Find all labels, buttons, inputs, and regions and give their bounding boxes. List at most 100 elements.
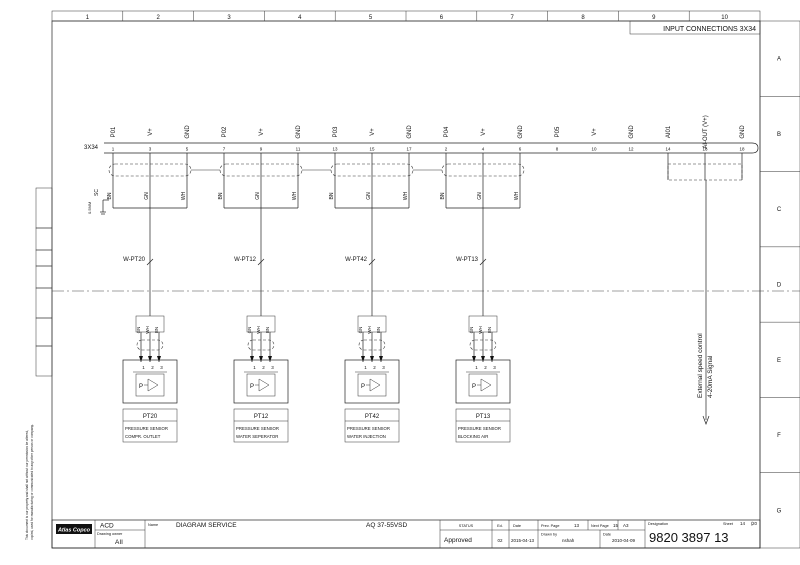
amplifier-icon	[147, 378, 159, 392]
sensor-location: COMPR. OUTLET	[125, 434, 161, 439]
terminal-pin: 14	[665, 147, 671, 152]
wire-color-label: WH	[403, 191, 409, 200]
sensor-type: PRESSURE SENSOR	[347, 426, 390, 431]
sensor-type: PRESSURE SENSOR	[458, 426, 501, 431]
sensor-symbol: P	[139, 384, 143, 390]
terminal-signal-label: GND	[629, 125, 635, 139]
external-control-line2: 4-20mA Signal	[707, 355, 714, 398]
wire-color-label: GN	[144, 192, 150, 200]
sensor-wire-color: WH	[367, 326, 372, 334]
terminal-signal-label: GND	[740, 125, 746, 139]
wire-color-label: BN	[218, 192, 224, 199]
designation-label: Designation	[648, 522, 668, 526]
status-value: Approved	[444, 537, 472, 544]
terminal-strip-name: 3X34	[84, 145, 99, 151]
atlas-copco-logo: Atlas Copco	[56, 524, 92, 534]
row-label: E	[777, 358, 781, 364]
terminal-signal-label: GND	[518, 125, 524, 139]
sensor-symbol: P	[250, 384, 254, 390]
title-block	[51, 519, 761, 549]
external-control-line1: External speed control	[697, 333, 704, 398]
cable-label: W-PT12	[234, 257, 257, 263]
row-label: A	[777, 57, 781, 63]
sheet-total: 20	[752, 521, 758, 526]
sensor-type: PRESSURE SENSOR	[236, 426, 279, 431]
column-label: 6	[440, 15, 444, 21]
terminal-signal-label: GND	[296, 125, 302, 139]
dept-value: ACD	[100, 523, 114, 530]
date2-value: 2010-04-09	[612, 538, 636, 543]
terminal-signal-label: V+	[259, 128, 265, 136]
sensor-pin: 1	[475, 365, 478, 370]
terminal-pin: 12	[628, 147, 634, 152]
terminal-pin: 6	[519, 147, 522, 152]
sensor-tag: PT42	[365, 414, 380, 420]
wire-color-label: BN	[440, 192, 446, 199]
next-page-label: Next Page	[591, 524, 609, 528]
sensor-wire-color: GN	[136, 327, 141, 334]
terminal-signal-label: P05	[555, 126, 561, 137]
column-label: 9	[652, 15, 656, 21]
terminal-pin: 5	[186, 147, 189, 152]
sensor-tag: PT13	[476, 414, 491, 420]
drawn-by-value: nshah	[562, 538, 575, 543]
sheet-frame	[51, 20, 761, 549]
sensor-pin: 3	[382, 365, 385, 370]
terminal-pin: 3	[149, 147, 152, 152]
amplifier-icon	[480, 378, 492, 392]
sensor-pin: 1	[142, 365, 145, 370]
wire-color-label: WH	[181, 191, 187, 200]
sensor-symbol: P	[472, 384, 476, 390]
shield-label: SC	[94, 189, 100, 196]
sensor-pin: 1	[364, 365, 367, 370]
wire-color-label: BN	[107, 192, 113, 199]
sensor-wire-color: WH	[478, 326, 483, 334]
cable-shield	[108, 163, 192, 177]
terminal-pin: 16	[702, 147, 708, 152]
row-label: D	[777, 283, 782, 289]
terminal-signal-label: V+	[592, 128, 598, 136]
cable-label: W-PT13	[456, 257, 479, 263]
sensor-wire-color: WH	[145, 326, 150, 334]
arrow-down-icon	[702, 415, 710, 425]
column-label: 2	[157, 15, 161, 21]
status-label: STATUS	[459, 524, 474, 528]
sensor-pin: 3	[271, 365, 274, 370]
column-label: 1	[86, 15, 90, 21]
amplifier-icon	[369, 378, 381, 392]
column-label: 4	[298, 15, 302, 21]
ed-value: 02	[497, 538, 503, 543]
cable-label: W-PT20	[123, 257, 146, 263]
header-title: INPUT CONNECTIONS 3X34	[663, 26, 756, 33]
terminal-signal-label: P02	[222, 126, 228, 137]
terminal-pin: 4	[482, 147, 485, 152]
sensor-pin: 1	[253, 365, 256, 370]
terminal-pin: 15	[369, 147, 375, 152]
sheet-separator: (	[751, 521, 753, 526]
sensor-pin: 3	[493, 365, 496, 370]
terminal-pin: 7	[223, 147, 226, 152]
column-label: 8	[581, 15, 585, 21]
name-label: Name	[148, 523, 158, 527]
prev-page-label: Prev. Page	[541, 524, 560, 528]
terminal-pin: 13	[332, 147, 338, 152]
next-page-value: 15	[613, 523, 619, 528]
terminal-signal-label: V+	[148, 128, 154, 136]
sensor-pin: 2	[484, 365, 487, 370]
terminal-signal-label: V+	[370, 128, 376, 136]
prev-page-value: 13	[574, 523, 580, 528]
terminal-pin: 1	[112, 147, 115, 152]
terminal-signal-label: GND	[407, 125, 413, 139]
wire-color-label: WH	[514, 191, 520, 200]
terminal-signal-label: V+	[481, 128, 487, 136]
date-value: 2015-04-13	[511, 538, 535, 543]
cable-label: W-PT42	[345, 257, 368, 263]
format-value: A3	[623, 523, 629, 528]
wire-color-label: WH	[292, 191, 298, 200]
